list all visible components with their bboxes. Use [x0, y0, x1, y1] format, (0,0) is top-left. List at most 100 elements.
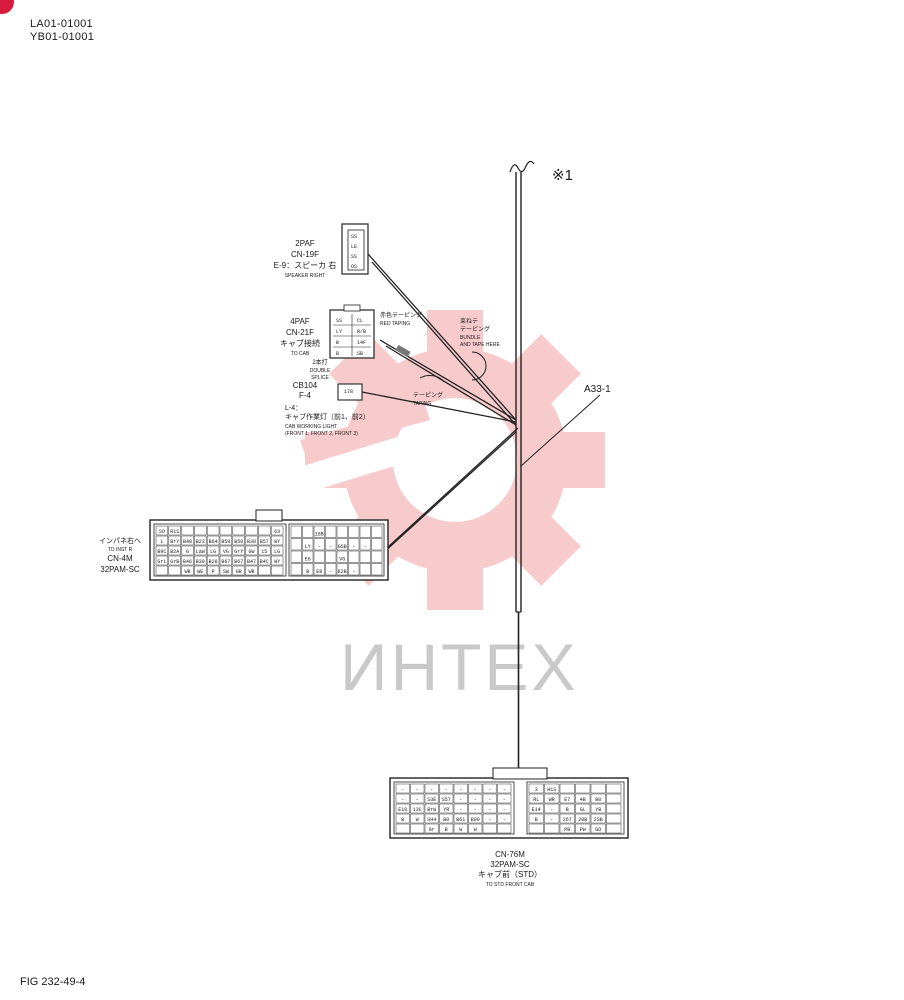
cn76m-left-cell — [453, 793, 468, 804]
bundle-en-1: BUNDLE — [460, 335, 481, 341]
cn76m-right-cell — [606, 803, 622, 814]
cn76m-right-pin-label: E7 — [564, 797, 570, 803]
cn76m-left-cell — [482, 813, 497, 824]
cn4m-left-cell — [181, 555, 194, 566]
cn4m-left-cell — [258, 565, 271, 576]
cn76m-right-cell — [544, 803, 560, 814]
cn76m-left-cell — [482, 803, 497, 814]
cn21f-pin-5: B — [336, 340, 339, 346]
cn76m-left-cell — [453, 783, 468, 794]
cn4m-left-cell — [232, 565, 245, 576]
cn76m-right-pin-label: RL — [533, 797, 539, 803]
cn4m-left-cell — [270, 545, 284, 556]
cn4m-left-pin-label: L — [160, 539, 163, 545]
cn4m-left-cell — [155, 545, 169, 556]
cn76m-right-cell — [590, 783, 606, 794]
cn76m-right-pin-label: GD — [595, 827, 601, 833]
cn4m-right-cell — [359, 563, 371, 576]
cn4m-right-cell — [290, 550, 302, 563]
marker-ref: ※1 — [552, 167, 573, 184]
cn4m-left-cell — [270, 535, 284, 546]
cn76m-left-cell — [410, 793, 425, 804]
cn4m-right-cell — [348, 525, 360, 538]
l4-en-1: CAB WORKING LIGHT — [285, 424, 337, 430]
cn4m-right-cell — [313, 550, 325, 563]
cn4m-right-cell — [290, 525, 302, 538]
cn76m-left-pin-label: - — [503, 787, 506, 793]
l4-id: L-4： — [285, 405, 302, 412]
cn4m-right-cell — [313, 563, 325, 576]
cn4m-right-cell — [313, 525, 325, 538]
cn76m-left-cell — [424, 793, 439, 804]
cn4m-left-cell — [219, 555, 233, 566]
watermark-gear-icon — [290, 310, 605, 610]
cn76m-right-pin-label: 267 — [563, 817, 572, 823]
cn4m-left-cell — [181, 545, 194, 556]
cn4m-left-cell — [206, 525, 220, 536]
cn4m-left-cell — [194, 525, 207, 536]
cn76m-right-cell — [606, 783, 622, 794]
red-taping-ja: 赤色テーピング — [380, 311, 422, 319]
cn76m-left-cell — [482, 793, 497, 804]
cn76m-left-cell — [468, 783, 483, 794]
cn76m-left-pin-label: B — [401, 817, 404, 823]
splice-ja: 2本打 — [312, 358, 327, 366]
cn76m-left-pin-label: Gr — [429, 827, 435, 833]
cn4m-right-pin-label: - — [318, 544, 321, 550]
cn76m-left-cell — [395, 793, 410, 804]
cn76m-right-pin-label: PW — [580, 827, 586, 833]
cn76m-left-cell — [410, 783, 425, 794]
cn4m-left-cell — [155, 525, 169, 536]
cn76m-left-pin-label: - — [474, 807, 477, 813]
cn4m-left-cell — [194, 545, 207, 556]
cn21f-ja: キャブ接続 — [280, 338, 320, 348]
cn76m-en: TO STD FRONT CAB — [486, 882, 535, 888]
cn4m-left-pin-label: B50 — [234, 539, 243, 545]
cn4m-right-cell — [302, 550, 314, 563]
cn21f-pin-6: 14F — [357, 340, 366, 346]
cn76m-left-pin-label: - — [445, 787, 448, 793]
cn76m-left-cell — [453, 823, 468, 834]
cn4m-left-pin-label: B64 — [209, 539, 218, 545]
cn76m-right-cell — [559, 783, 575, 794]
connector-cn21f: SS CL LY R/B B 14F B SB — [329, 304, 375, 359]
cn19f-id: CN-19F — [291, 250, 319, 259]
cn76m-left-cell — [439, 793, 454, 804]
l4-en-2: (FRONT 1, FRONT 2, FRONT 3) — [285, 431, 358, 437]
bundle-ja: 束ねテ — [460, 317, 478, 325]
cn4m-right-cell — [325, 550, 337, 563]
cn4m-left-cell — [194, 565, 207, 576]
red-taping-en: RED TAPING — [380, 321, 410, 327]
cn4m-left-pin-label: GW — [248, 549, 254, 555]
taping-ja: テーピング — [413, 391, 443, 399]
cn76m-right-pin-label: B — [535, 817, 538, 823]
cn19f-en: SPEAKER RIGHT — [285, 273, 326, 279]
cn4m-right-pin-label: - — [329, 569, 332, 575]
cn4m-left-pin-label: WB — [184, 569, 190, 575]
cn76m-right-cell — [606, 793, 622, 804]
cn76m-right-cell — [590, 793, 606, 804]
cn4m-right-pin-label: GSB — [338, 544, 347, 550]
cn4m-right-pin-label: - — [364, 544, 367, 550]
cn4m-left-cell — [168, 565, 181, 576]
cn76m-right-cell — [575, 813, 591, 824]
cn4m-left-cell — [155, 555, 169, 566]
cn76m-left-cell — [497, 803, 512, 814]
cn4m-left-pin-label: SO — [159, 529, 165, 535]
cn76m-left-pin-label: - — [503, 797, 506, 803]
cn4m-left-cell — [219, 545, 233, 556]
splice-en-1: DOUBLE — [310, 368, 331, 374]
cn76m-right-pin-label: YB — [595, 807, 601, 813]
cn76m-left-pin-label: - — [488, 797, 491, 803]
cn4m-left-cell — [219, 565, 233, 576]
bundle-en-2: AND TAPE HERE — [460, 342, 500, 348]
cn76m-left-cell — [482, 823, 497, 834]
cn4m-left-pin-label: VG — [223, 549, 229, 555]
cn76m-left-cell — [395, 783, 410, 794]
cn76m-left-pin-label: B — [445, 827, 448, 833]
cn76m-right-cell — [575, 803, 591, 814]
cn4m-left-cell — [270, 525, 284, 536]
cn21f-id: CN-21F — [286, 328, 314, 337]
cn76m-right-pin-label: 3 — [535, 787, 538, 793]
